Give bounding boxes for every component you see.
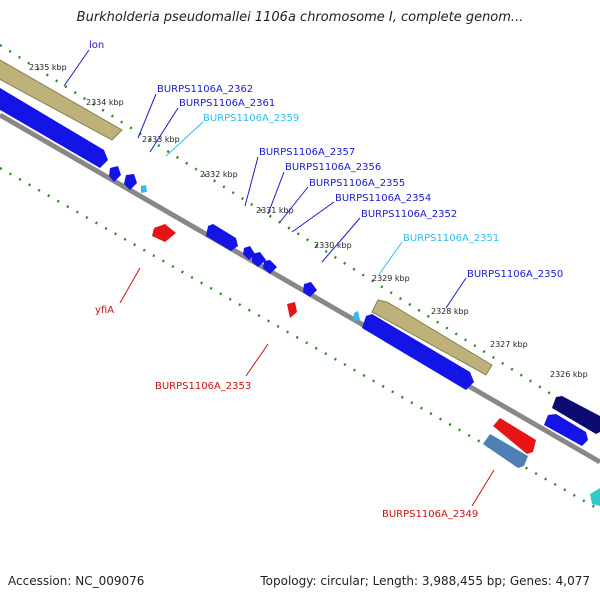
forward-cds-2354[interactable] <box>263 260 277 274</box>
reverse-cds-yfiA[interactable] <box>152 224 176 242</box>
gene-label-2362[interactable]: BURPS1106A_2362 <box>157 84 253 95</box>
gene-label-2355[interactable]: BURPS1106A_2355 <box>309 178 405 189</box>
backbone <box>0 112 600 465</box>
gene-label-2357[interactable]: BURPS1106A_2357 <box>259 147 355 158</box>
leader-line <box>245 343 269 377</box>
forward-cds-2361[interactable] <box>124 174 137 190</box>
leader-line <box>279 186 309 223</box>
gene-label-2350[interactable]: BURPS1106A_2350 <box>467 269 563 280</box>
leader-line <box>119 267 141 304</box>
gene-label-2349[interactable]: BURPS1106A_2349 <box>382 509 478 520</box>
forward-cds-lon[interactable] <box>0 88 108 168</box>
leader-line <box>63 49 90 87</box>
leader-line <box>321 217 361 263</box>
genome-summary-text: Topology: circular; Length: 3,988,455 bp… <box>260 574 590 588</box>
reverse-cds-steel[interactable] <box>483 434 528 468</box>
forward-cds-2357[interactable] <box>206 224 238 251</box>
forward-cds-2355[interactable] <box>252 252 266 267</box>
reverse-cds-2353[interactable] <box>287 302 297 318</box>
reverse-cds-cyan[interactable] <box>590 488 600 506</box>
leader-line <box>244 156 259 207</box>
gene-label-yfiA[interactable]: yfiA <box>95 305 114 316</box>
gene-label-2353[interactable]: BURPS1106A_2353 <box>155 381 251 392</box>
scale-tick-label: 2332 kbp <box>200 170 238 179</box>
gene-label-lon[interactable]: lon <box>89 40 104 51</box>
gene-label-2361[interactable]: BURPS1106A_2361 <box>179 98 275 109</box>
forward-cds-2362[interactable] <box>109 166 121 182</box>
scale-tick-label: 2329 kbp <box>372 274 410 283</box>
leader-line <box>267 171 285 215</box>
forward-cds-2351[interactable] <box>353 311 360 321</box>
forward-cds-right-dark[interactable] <box>552 396 600 434</box>
forward-cds-right-lower[interactable] <box>544 414 588 446</box>
leader-line <box>377 241 403 277</box>
leader-line <box>165 121 204 157</box>
gene-label-2354[interactable]: BURPS1106A_2354 <box>335 193 431 204</box>
scale-tick-label: 2335 kbp <box>29 63 67 72</box>
scale-tick-label: 2326 kbp <box>550 370 588 379</box>
scale-tick-label: 2327 kbp <box>490 340 528 349</box>
forward-cds-2350[interactable] <box>362 314 474 390</box>
leader-line <box>137 93 157 139</box>
leader-line <box>445 277 467 309</box>
leader-line <box>471 469 495 507</box>
accession-text: Accession: NC_009076 <box>8 574 145 588</box>
scale-tick-label: 2331 kbp <box>256 206 294 215</box>
scale-tick-label: 2330 kbp <box>314 241 352 250</box>
leader-line <box>149 107 179 153</box>
forward-cds-2352[interactable] <box>303 282 317 297</box>
orf-band-right <box>371 299 493 376</box>
leader-line <box>291 201 335 233</box>
scale-tick-label: 2334 kbp <box>86 98 124 107</box>
gene-label-2359[interactable]: BURPS1106A_2359 <box>203 113 299 124</box>
map-title: Burkholderia pseudomallei 1106a chromoso… <box>76 10 524 25</box>
gene-label-2356[interactable]: BURPS1106A_2356 <box>285 162 381 173</box>
forward-cds-2359[interactable] <box>141 185 147 193</box>
orf-band-left <box>0 59 123 141</box>
gene-label-2352[interactable]: BURPS1106A_2352 <box>361 209 457 220</box>
scale-tick-label: 2333 kbp <box>142 135 180 144</box>
reverse-cds-2349[interactable] <box>493 418 536 454</box>
gene-label-2351[interactable]: BURPS1106A_2351 <box>403 233 499 244</box>
scale-tick-label: 2328 kbp <box>431 307 469 316</box>
